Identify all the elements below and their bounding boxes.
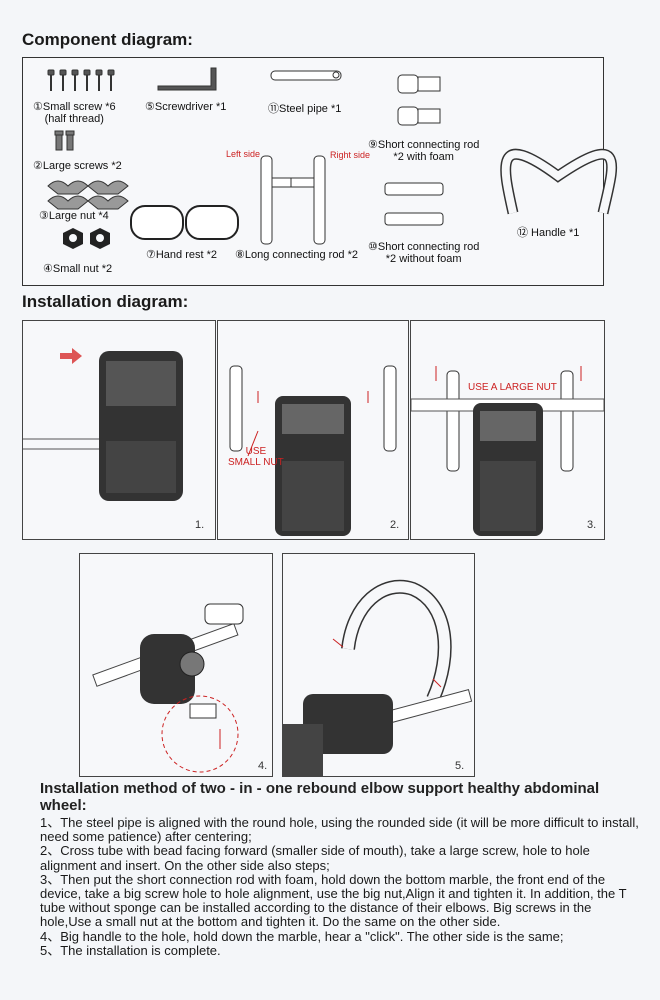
- component-box: ①Small screw *6 (half thread) ⑤Screwdriv…: [22, 57, 618, 286]
- label-small-nut: ④Small nut *2: [43, 263, 113, 275]
- label-screwdriver: ⑤Screwdriver *1: [145, 101, 227, 113]
- panel-number: 4.: [258, 760, 268, 772]
- long-connecting-rod-icon: [260, 155, 326, 245]
- label-left-side: Left side: [226, 149, 261, 159]
- label-hand-rest: ⑦Hand rest *2: [146, 249, 218, 261]
- instructions-list: 1、The steel pipe is aligned with the rou…: [40, 815, 640, 958]
- short-rod-foam-icon: [397, 74, 441, 126]
- install-panel-1: 1.: [22, 320, 216, 540]
- install-panel-3: USE A LARGE NUT 3.: [410, 320, 605, 540]
- label-right-side: Right side: [330, 150, 371, 160]
- label-steel-pipe: ⑪Steel pipe *1: [268, 103, 342, 115]
- screwdriver-icon: [157, 67, 217, 91]
- label-long-rod: ⑧Long connecting rod *2: [235, 249, 359, 261]
- label-small-screw: ①Small screw *6 (half thread): [33, 101, 116, 125]
- installation-heading: Installation diagram:: [22, 292, 189, 311]
- panel-number: 5.: [455, 760, 465, 772]
- small-screws-icon: [47, 69, 115, 91]
- instruction-step: 5、The installation is complete.: [40, 942, 221, 958]
- instruction-step: 3、Then put the short connection rod with…: [40, 871, 627, 930]
- label-short-rod-nofoam: ⑩Short connecting rod *2 without foam: [368, 241, 480, 265]
- handle-icon: [500, 148, 618, 215]
- instruction-step: 4、Big handle to the hole, hold down the …: [40, 928, 564, 944]
- component-drawings: [47, 67, 618, 249]
- large-screws-icon: [54, 130, 75, 151]
- small-nut-icon: [63, 228, 110, 249]
- steel-pipe-icon: [270, 70, 342, 81]
- short-rod-nofoam-icon: [384, 182, 444, 226]
- panel-number: 2.: [390, 519, 400, 531]
- panel-number: 1.: [195, 519, 205, 531]
- label-large-screws: ②Large screws *2: [33, 160, 122, 172]
- annotation-use-small-nut: USE SMALL NUT: [228, 446, 284, 468]
- install-panel-5: 5.: [282, 553, 475, 777]
- hand-rest-icon: [130, 205, 239, 240]
- instruction-step: 1、The steel pipe is aligned with the rou…: [40, 815, 639, 845]
- label-handle: ⑫ Handle *1: [517, 227, 580, 239]
- annotation-use-large-nut: USE A LARGE NUT: [468, 382, 557, 393]
- panel-number: 3.: [587, 519, 597, 531]
- label-large-nut: ③Large nut *4: [39, 210, 109, 222]
- instructions-title: Installation method of two - in - one re…: [40, 780, 600, 814]
- component-heading: Component diagram:: [22, 30, 193, 49]
- large-nut-icon: [47, 180, 129, 210]
- install-panel-4: 4.: [79, 553, 273, 777]
- instruction-step: 2、Cross tube with bead facing forward (s…: [40, 843, 590, 873]
- label-short-rod-foam: ⑨Short connecting rod *2 with foam: [368, 139, 480, 163]
- install-panel-2: USE SMALL NUT 2.: [217, 320, 409, 540]
